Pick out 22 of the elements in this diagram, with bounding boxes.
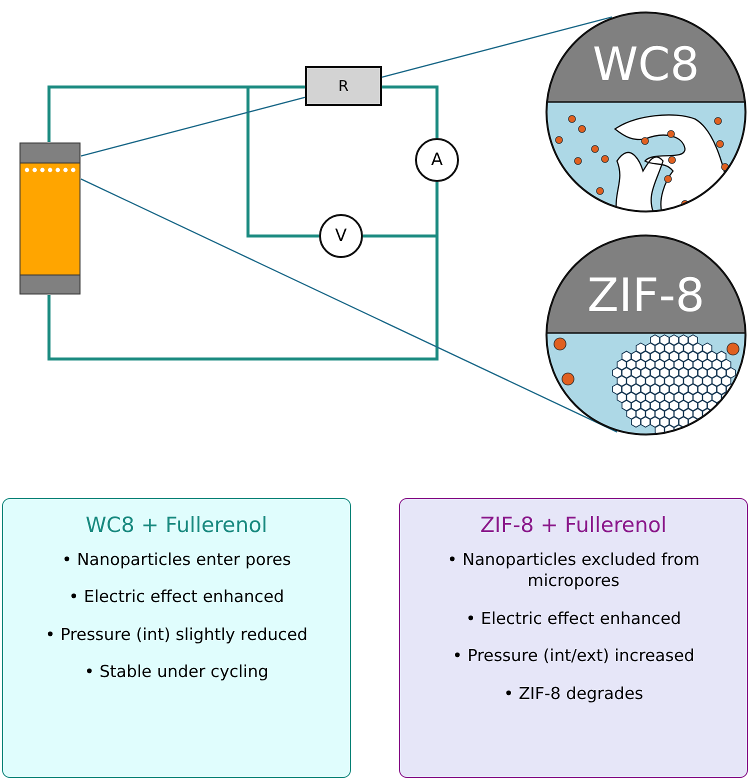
bullet-item: • Pressure (int/ext) increased [452, 645, 696, 667]
wire [382, 86, 438, 138]
view-title: WC8 [592, 36, 700, 92]
leader-line [80, 178, 618, 433]
sample-cell [19, 142, 81, 295]
card-title: WC8 + Fullerenol [84, 513, 268, 537]
bullet-item: • Electric effect enhanced [464, 608, 682, 630]
voltmeter-symbol: V [319, 214, 363, 258]
card-title: ZIF-8 + Fullerenol [479, 513, 668, 537]
ammeter-symbol: A [415, 138, 459, 182]
bullet-item: • Nanoparticles enter pores [60, 549, 292, 570]
bullet-item: • Electric effect enhanced [68, 586, 286, 608]
bullet-item: • Stable under cycling [83, 661, 270, 683]
bullet-item: • Pressure (int) slightly reduced [44, 624, 309, 646]
summary-card [399, 498, 748, 778]
wire [363, 182, 438, 238]
bullet-item: • ZIF-8 degrades [502, 682, 644, 704]
summary-card [2, 498, 351, 778]
resistor-symbol: R [305, 66, 382, 106]
view-title: ZIF-8 [586, 267, 706, 323]
bullet-item: • Nanoparticles excluded from micropores [446, 549, 701, 592]
wire [48, 86, 319, 238]
